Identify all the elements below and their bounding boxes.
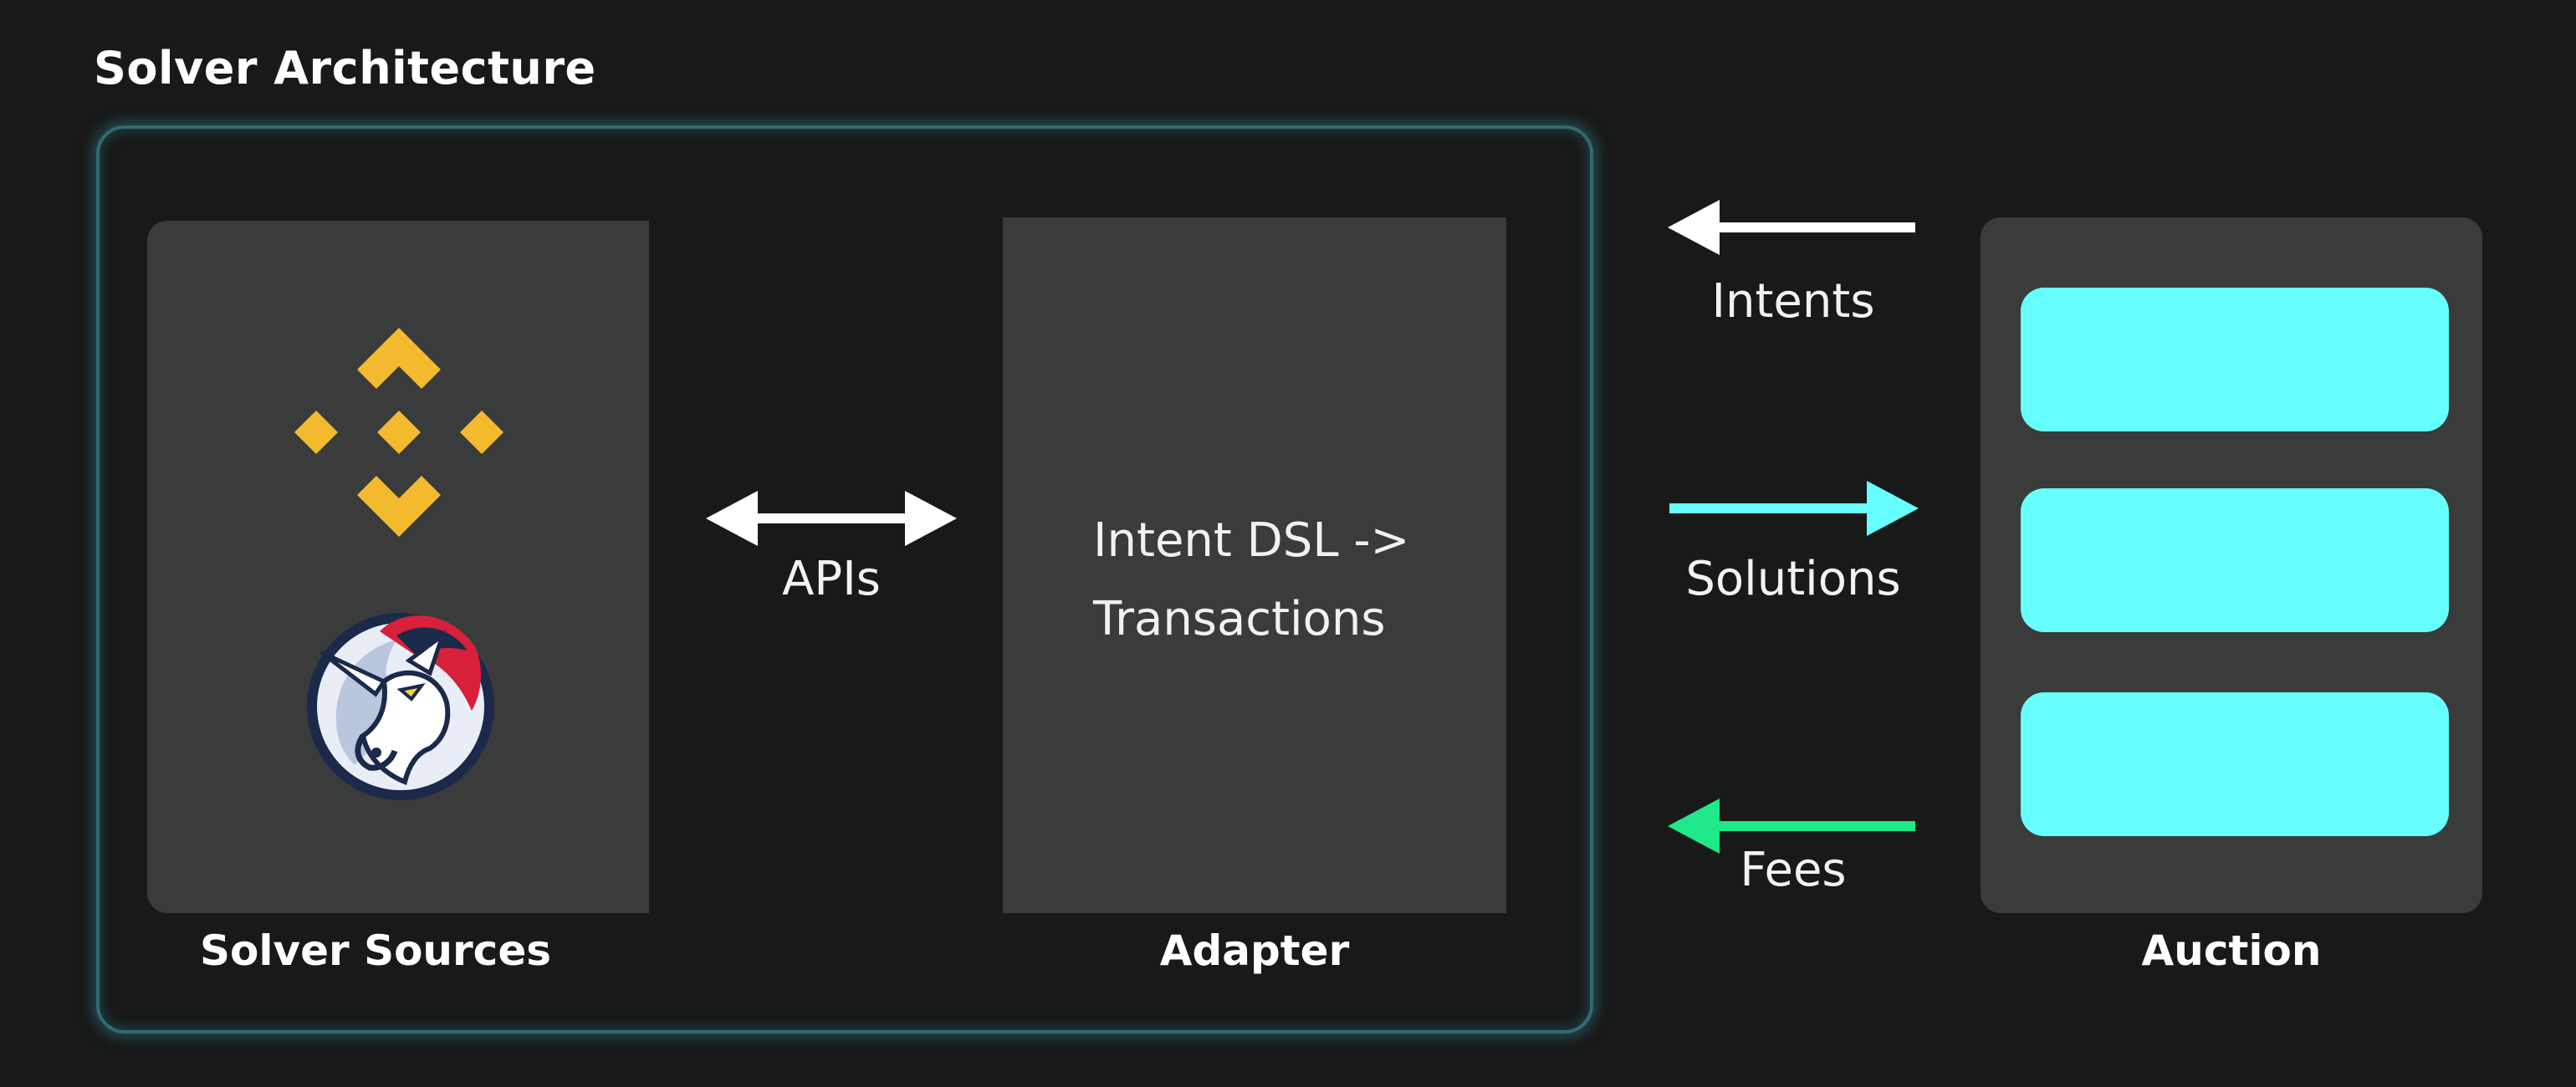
auction-slot xyxy=(2021,488,2449,632)
auction-slot xyxy=(2021,692,2449,836)
diagram-title: Solver Architecture xyxy=(94,42,596,94)
adapter-text-line-1: Intent DSL -> xyxy=(1093,513,1410,568)
solver-group-frame xyxy=(96,125,1593,1033)
intents-arrow xyxy=(1668,200,1915,255)
fees-label: Fees xyxy=(1740,843,1847,897)
adapter-label: Adapter xyxy=(1159,926,1350,975)
auction-slot xyxy=(2021,288,2449,431)
solutions-arrow xyxy=(1669,481,1919,536)
adapter-text-line-2: Transactions xyxy=(1093,592,1386,646)
1inch-unicorn-logo-icon xyxy=(307,613,494,800)
solutions-label: Solutions xyxy=(1685,552,1901,606)
apis-bidirectional-arrow xyxy=(706,491,957,546)
apis-label: APIs xyxy=(782,552,881,606)
adapter-description: Intent DSL -> Transactions xyxy=(1093,502,1409,659)
solver-sources-panel xyxy=(147,221,649,913)
solver-sources-label: Solver Sources xyxy=(200,926,551,975)
adapter-panel: Intent DSL -> Transactions xyxy=(1003,217,1506,913)
fees-arrow xyxy=(1668,799,1915,854)
binance-logo-icon xyxy=(294,328,503,537)
auction-label: Auction xyxy=(2141,926,2322,975)
auction-panel xyxy=(1981,217,2482,913)
intents-label: Intents xyxy=(1711,274,1875,329)
